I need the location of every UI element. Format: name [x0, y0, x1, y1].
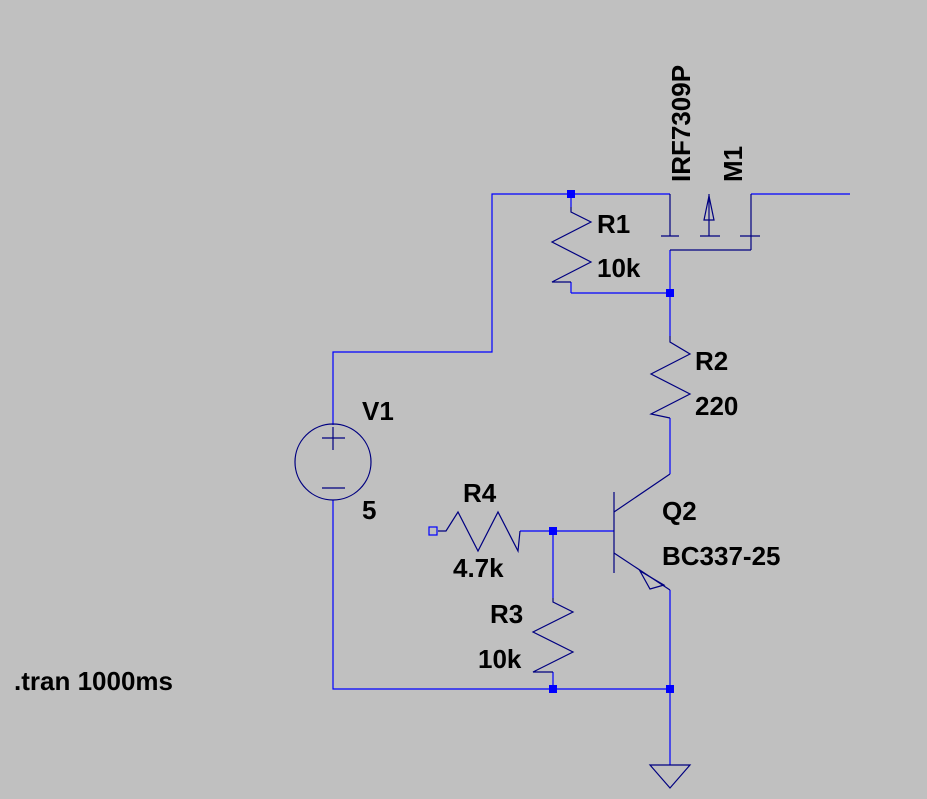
junction-node-gnd-right[interactable]: [666, 685, 674, 693]
r1-value-label[interactable]: 10k: [597, 253, 641, 283]
resistor-r3[interactable]: [531, 598, 575, 673]
wire-v1-top[interactable]: [332, 193, 571, 425]
junction-node-base[interactable]: [549, 527, 557, 535]
junction-node-gate[interactable]: [666, 289, 674, 297]
resistor-r1[interactable]: [550, 207, 593, 283]
r4-value-label[interactable]: 4.7k: [453, 553, 504, 583]
wire-v1-bottom[interactable]: [332, 500, 670, 690]
mosfet-m1[interactable]: [661, 194, 760, 251]
wires: [332, 193, 850, 765]
voltage-source-v1[interactable]: [294, 423, 372, 501]
r2-ref-label[interactable]: R2: [695, 346, 728, 376]
r4-ref-label[interactable]: R4: [463, 478, 497, 508]
r1-ref-label[interactable]: R1: [597, 209, 630, 239]
m1-model-label[interactable]: IRF7309P: [666, 65, 696, 182]
junction-node-top[interactable]: [567, 190, 575, 198]
ground-symbol[interactable]: [648, 764, 692, 789]
resistor-r4[interactable]: [428, 510, 521, 554]
m1-ref-label[interactable]: M1: [718, 146, 748, 182]
junction-node-gnd-left[interactable]: [549, 685, 557, 693]
r4-input-terminal[interactable]: [428, 526, 438, 536]
q2-ref-label[interactable]: Q2: [662, 496, 697, 526]
v1-value-label[interactable]: 5: [362, 495, 376, 525]
junctions: [549, 190, 674, 693]
spice-directive[interactable]: .tran 1000ms: [14, 666, 173, 696]
q2-model-label[interactable]: BC337-25: [662, 541, 781, 571]
r2-value-label[interactable]: 220: [695, 391, 738, 421]
r3-value-label[interactable]: 10k: [478, 644, 522, 674]
resistor-r2[interactable]: [649, 336, 692, 419]
transistor-q2[interactable]: [613, 473, 671, 591]
r3-ref-label[interactable]: R3: [490, 599, 523, 629]
v1-ref-label[interactable]: V1: [362, 396, 394, 426]
